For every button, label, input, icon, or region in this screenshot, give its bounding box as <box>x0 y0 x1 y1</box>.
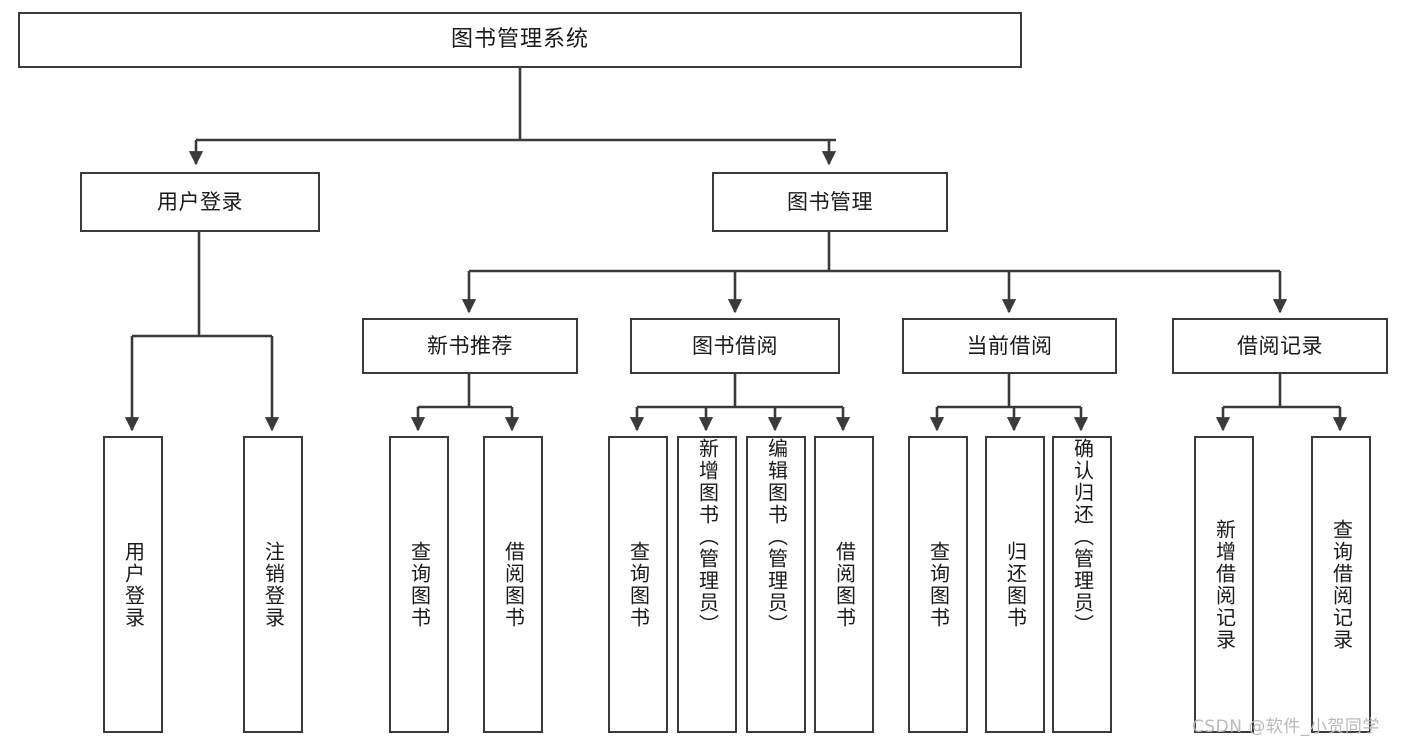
node-label: 新增图书（管理员） <box>695 438 720 636</box>
node-label: 图书管理系统 <box>450 27 589 53</box>
node-label: 确认归还（管理员） <box>1070 438 1095 636</box>
node-new-book-recommend[interactable]: 新书推荐 <box>362 318 578 374</box>
node-book-borrow[interactable]: 图书借阅 <box>630 318 840 374</box>
node-label: 查询图书 <box>407 540 432 629</box>
node-borrow-record[interactable]: 借阅记录 <box>1172 318 1388 374</box>
leaf-borrow-borrow-book[interactable]: 借阅图书 <box>814 436 874 733</box>
leaf-borrow-edit-book[interactable]: 编辑图书（管理员） <box>746 436 806 733</box>
node-book-management[interactable]: 图书管理 <box>712 172 948 232</box>
leaf-recommend-query-book[interactable]: 查询图书 <box>389 436 449 733</box>
node-label: 新书推荐 <box>427 333 513 358</box>
node-label: 注销登录 <box>261 540 286 629</box>
node-label: 用户登录 <box>121 540 146 629</box>
node-label: 用户登录 <box>157 189 243 214</box>
leaf-current-confirm-return[interactable]: 确认归还（管理员） <box>1052 436 1112 733</box>
node-label: 查询借阅记录 <box>1329 518 1354 651</box>
leaf-current-query-book[interactable]: 查询图书 <box>908 436 968 733</box>
node-label: 编辑图书（管理员） <box>764 438 789 636</box>
leaf-recommend-borrow-book[interactable]: 借阅图书 <box>483 436 543 733</box>
leaf-user-login-logout[interactable]: 注销登录 <box>243 436 303 733</box>
leaf-current-return-book[interactable]: 归还图书 <box>985 436 1045 733</box>
leaf-borrow-query-book[interactable]: 查询图书 <box>608 436 668 733</box>
node-label: 借阅图书 <box>501 540 526 629</box>
node-label: 图书管理 <box>787 189 873 214</box>
node-label: 查询图书 <box>626 540 651 629</box>
node-user-login[interactable]: 用户登录 <box>80 172 320 232</box>
node-label: 图书借阅 <box>692 333 778 358</box>
leaf-user-login-login[interactable]: 用户登录 <box>103 436 163 733</box>
leaf-record-add-record[interactable]: 新增借阅记录 <box>1194 436 1254 733</box>
leaf-borrow-add-book[interactable]: 新增图书（管理员） <box>677 436 737 733</box>
node-label: 借阅图书 <box>832 540 857 629</box>
node-current-borrow[interactable]: 当前借阅 <box>902 318 1117 374</box>
node-label: 新增借阅记录 <box>1212 518 1237 651</box>
csdn-watermark: CSDN @软件_小贺同学 <box>1192 717 1380 737</box>
leaf-record-query-record[interactable]: 查询借阅记录 <box>1311 436 1371 733</box>
node-label: 借阅记录 <box>1237 333 1323 358</box>
node-root-system[interactable]: 图书管理系统 <box>18 12 1022 68</box>
node-label: 归还图书 <box>1003 540 1028 629</box>
node-label: 当前借阅 <box>966 333 1053 358</box>
node-label: 查询图书 <box>926 540 951 629</box>
